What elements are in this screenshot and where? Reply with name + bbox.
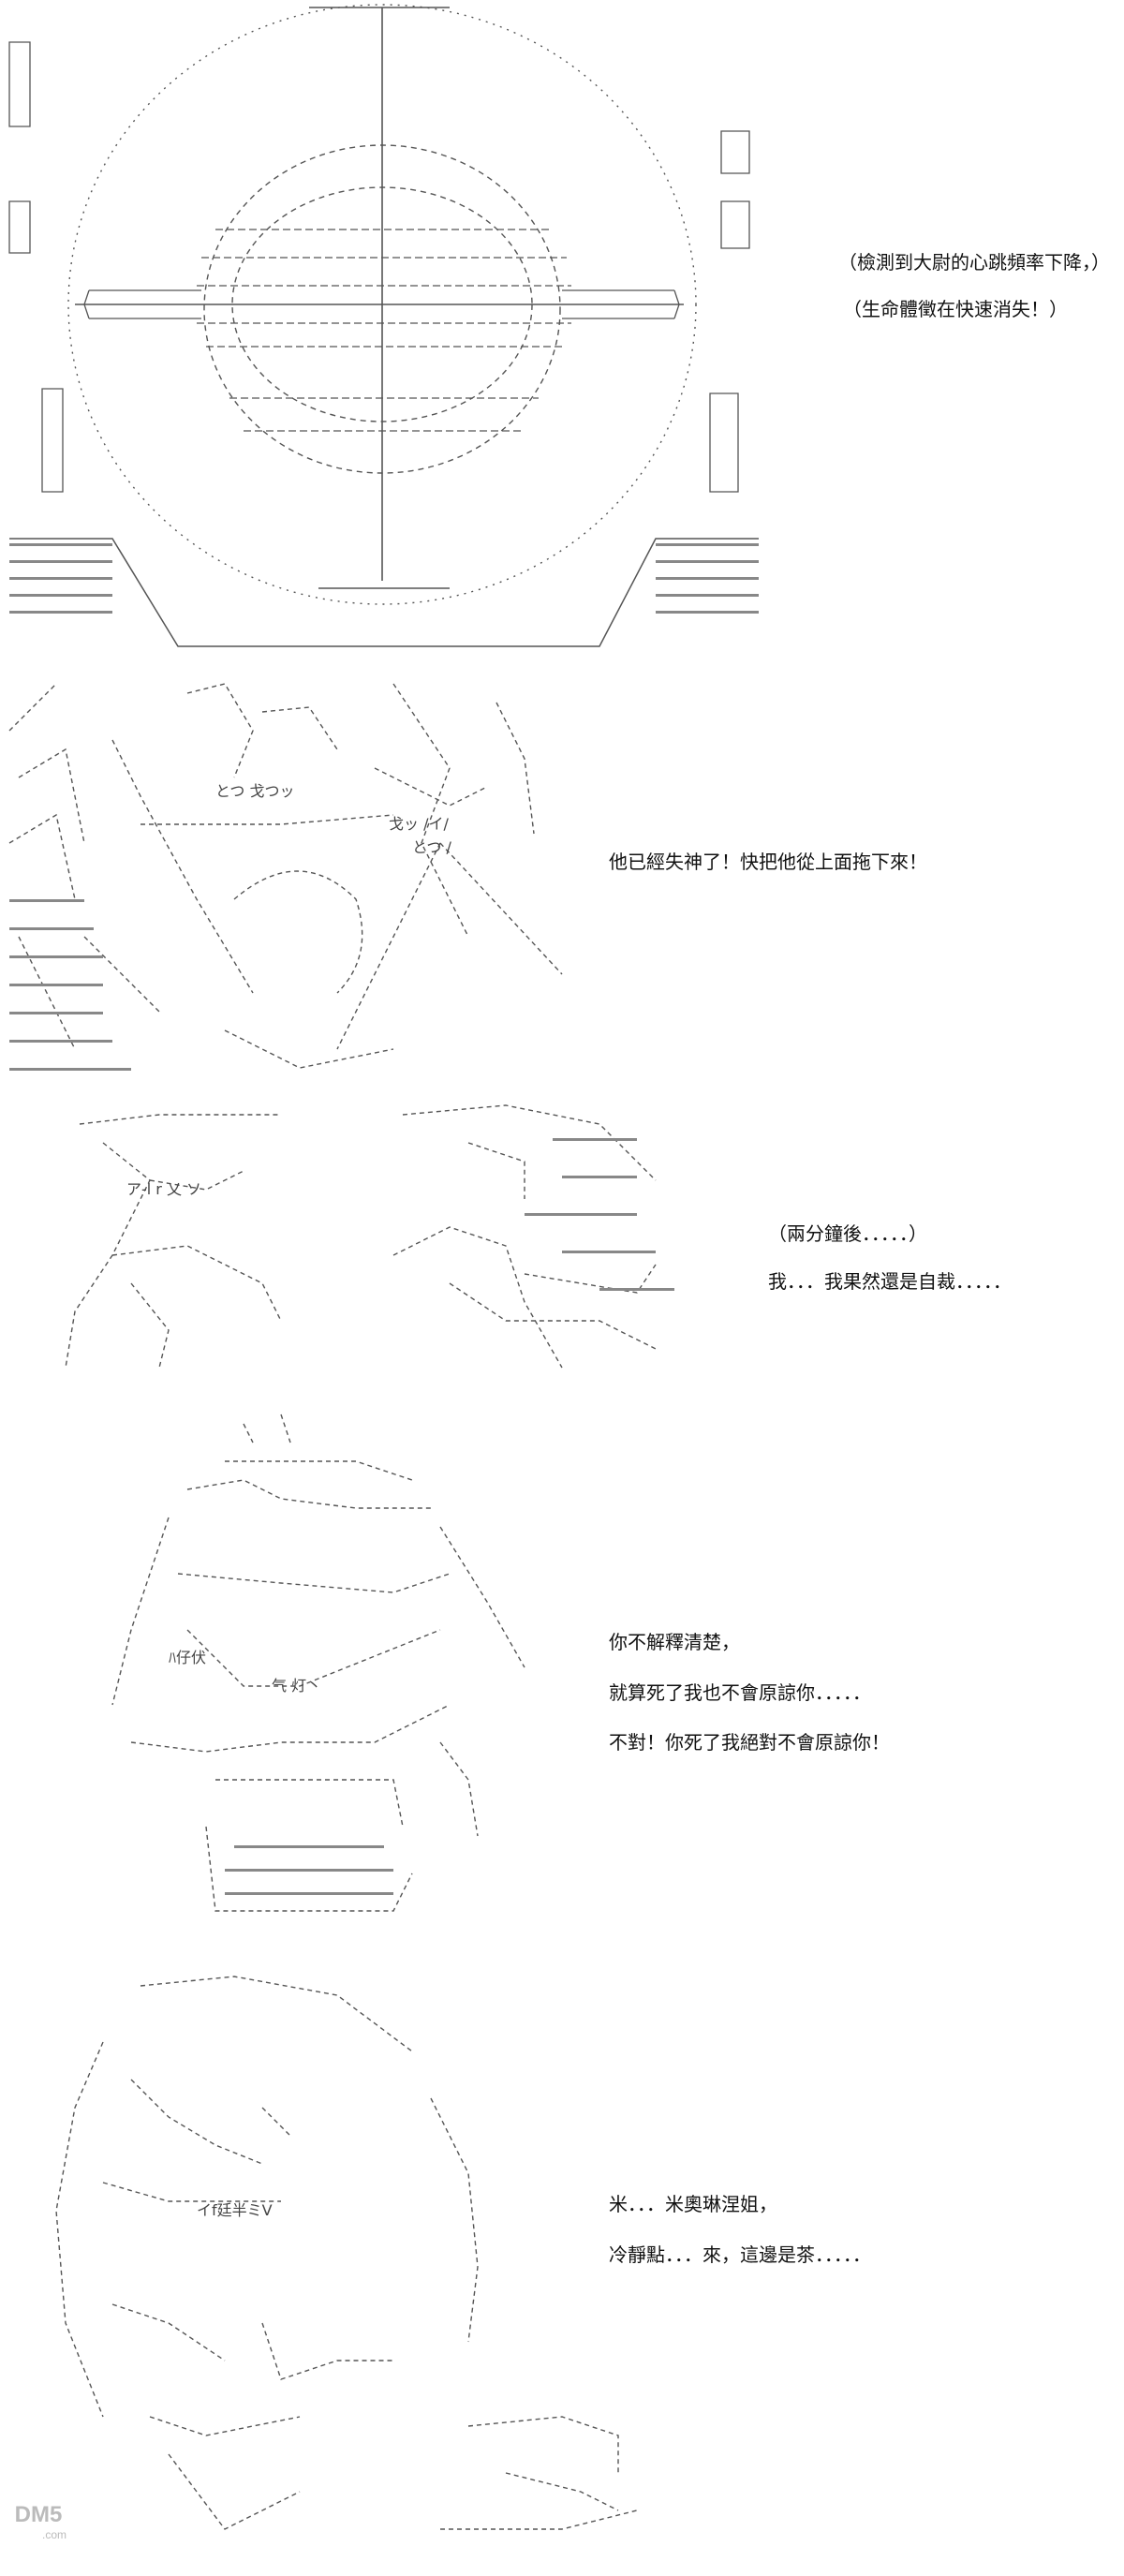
panel-1-caption-line-1: （檢測到大尉的心跳頻率下降，） (838, 251, 1110, 274)
watermark-logo-text: DM5 (15, 2502, 63, 2527)
watermark-logo: DM5 .com (15, 2502, 67, 2541)
panel-1-ascii-art (0, 0, 759, 656)
panel-5-caption-line-2: 冷靜點．．．來，這邊是茶．．．．． (609, 2243, 871, 2266)
panel-2-caption-line-1: 他已經失神了！快把他從上面拖下來！ (609, 851, 927, 873)
art-text-p2-b: 戈ッ /イ/ (389, 815, 449, 833)
panel-3-caption-line-2: 我．．．我果然還是自裁．．．．． (768, 1270, 1012, 1293)
art-text-p2-a: とつ 戈つッ (215, 782, 294, 800)
art-text-p4-b: 气 灯丶 (272, 1677, 321, 1695)
art-text-p3-a: ア-l r 乂 ソ (126, 1180, 201, 1198)
panel-4-caption-line-2: 就算死了我也不會原諒你．．．．． (609, 1681, 871, 1704)
panel-2: とつ 戈つッ 戈ッ /イ/ とつ / 他已經失神了！快把他從上面拖下來！ (0, 656, 1124, 1087)
panel-4-caption-line-1: 你不解釋清楚， (609, 1631, 740, 1653)
panel-3: ア-l r 乂 ソ （兩分鐘後．．．．．） 我．．．我果然還是自裁．．．．． (0, 1087, 1124, 1386)
panel-1-caption-line-2: （生命體徵在快速消失！） (843, 298, 1068, 320)
panel-5: イf廷半ミV 米．．．米奧琳涅姐， 冷靜點．．．來，這邊是茶．．．．． (0, 1930, 1124, 2576)
panel-3-ascii-art: ア-l r 乂 ソ (0, 1087, 674, 1386)
panel-5-caption-line-1: 米．．．米奧琳涅姐， (609, 2193, 777, 2215)
panel-5-ascii-art: イf廷半ミV (0, 1930, 656, 2576)
panel-4-caption-line-3: 不對！你死了我絕對不會原諒你！ (609, 1731, 890, 1754)
watermark-logo-sub: .com (42, 2528, 67, 2541)
panel-2-ascii-art: とつ 戈つッ 戈ッ /イ/ とつ / (0, 656, 581, 1071)
panel-3-caption-line-1: （兩分鐘後．．．．．） (768, 1222, 927, 1245)
art-text-p2-c: とつ / (412, 838, 451, 856)
panel-4: ﾊ仔伏 气 灯丶 你不解釋清楚， 就算死了我也不會原諒你．．．．． 不對！你死了… (0, 1386, 1124, 1930)
art-text-p4-a: ﾊ仔伏 (169, 1649, 206, 1666)
panel-1: （檢測到大尉的心跳頻率下降，） （生命體徵在快速消失！） (0, 0, 1124, 656)
art-text-p5-a: イf廷半ミV (197, 2201, 273, 2219)
panel-4-ascii-art: ﾊ仔伏 气 灯丶 (0, 1386, 562, 1930)
